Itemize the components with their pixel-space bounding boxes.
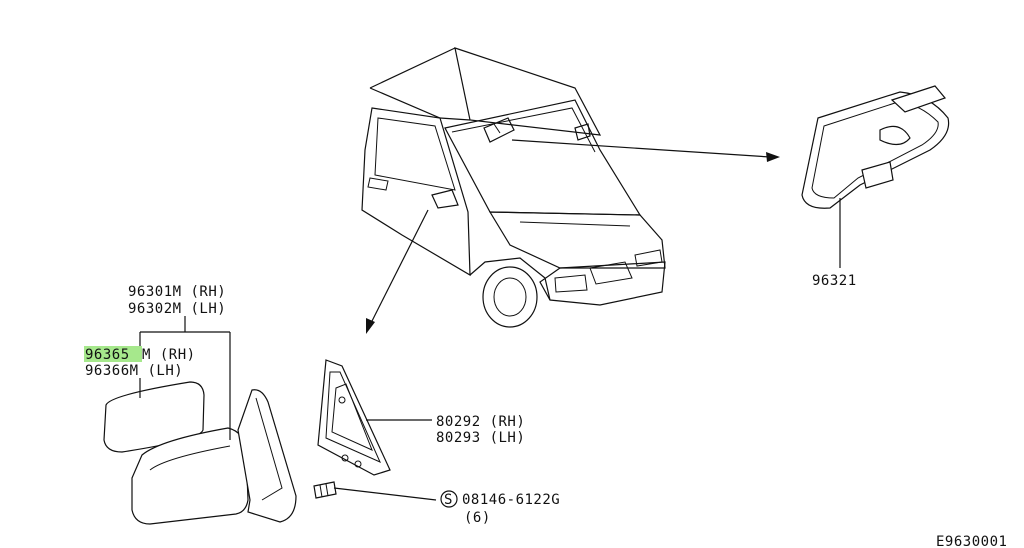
inside-mirror-label: 96321: [812, 273, 857, 289]
corner-cover-lh-label: 80293 (LH): [436, 430, 525, 446]
corner-cover-rh-label: 80292 (RH): [436, 414, 525, 430]
diagram-code: E9630001: [936, 534, 1007, 548]
screw-quantity: (6): [464, 510, 491, 526]
mirror-glass-lh-label: 96366M (LH): [85, 363, 183, 379]
callout-arrows: [366, 139, 780, 334]
door-mirror-lh-label: 96302M (LH): [128, 301, 226, 317]
corner-cover-illustration: [317, 359, 432, 476]
screw-symbol: S: [444, 492, 453, 508]
inside-mirror-illustration: [801, 85, 950, 268]
door-mirror-illustration: [103, 381, 437, 525]
screw-part-number: 08146-6122G: [462, 492, 560, 508]
highlight-96365: [84, 346, 142, 362]
part-labels: 96301M (RH) 96302M (LH) 96365 M (RH) 963…: [84, 273, 1007, 548]
screw-symbol-circle: [440, 490, 458, 508]
mirror-glass-rh-number: 96365: [85, 347, 130, 363]
vehicle-illustration: [361, 47, 666, 328]
mirror-glass-rh-suffix: M (RH): [142, 347, 196, 363]
door-mirror-rh-label: 96301M (RH): [128, 284, 226, 300]
leader-lines: [139, 316, 231, 440]
